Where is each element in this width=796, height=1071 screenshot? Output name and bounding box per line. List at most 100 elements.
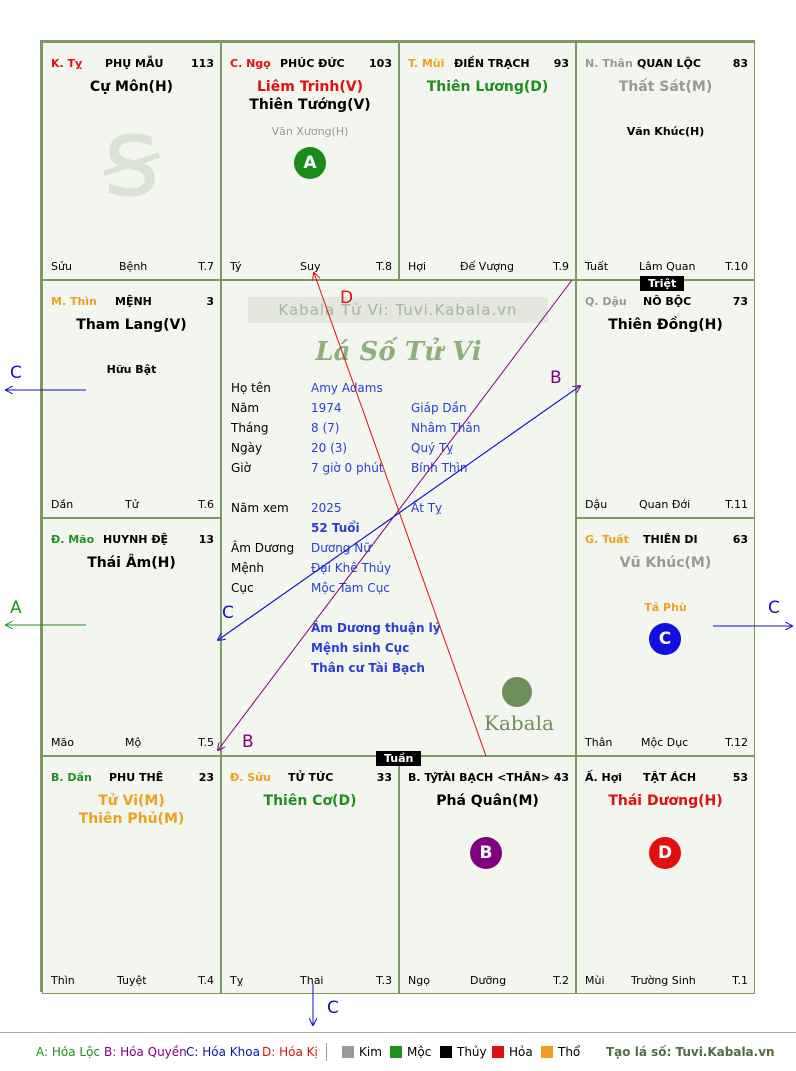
info-label: Cục [231,581,254,595]
can-chi: C. Ngọ [230,57,271,70]
bottom-mid: Trường Sinh [631,974,696,987]
bottom-mid: Mộ [125,736,142,749]
chart-board: ꞩ K. Tỵ PHỤ MẪU 113 Cự Môn(H) Sửu Bệnh T… [40,40,755,994]
bottom-mid: Tử [125,498,139,511]
palace-number: 73 [732,295,748,308]
info-label: Ngày [231,441,263,455]
info-label: Tháng [231,421,269,435]
bottom-right: T.5 [198,736,214,749]
palace-name: QUAN LỘC [637,57,701,70]
legend-divider [326,1043,327,1061]
palace-ngo[interactable]: C. Ngọ PHÚC ĐỨC 103 Liêm Trinh(V) Thiên … [221,42,399,280]
palace-number: 23 [198,771,214,784]
bottom-right: T.4 [198,974,214,987]
bottom-right: T.11 [725,498,748,511]
info-value: Đại Khê Thủy [311,561,392,575]
bottom-right: T.9 [553,260,569,273]
palace-number: 93 [553,57,569,70]
info-value: 20 (3) [311,441,348,455]
bottom-mid: Đế Vượng [460,260,514,273]
palace-dan[interactable]: B. Dần PHU THÊ 23 Tử Vi(M) Thiên Phủ(M) … [42,756,221,994]
note: Thân cư Tài Bạch [311,661,425,675]
palace-mui[interactable]: T. Mùi ĐIỀN TRẠCH 93 Thiên Lương(D) Hợi … [399,42,576,280]
palace-tyrat[interactable]: B. Tý TÀI BẠCH <THÂN> 43 Phá Quân(M) B N… [399,756,576,994]
main-star: Cự Môn(H) [89,79,174,95]
legend-hoa-khoa: C: Hóa Khoa [186,1045,260,1059]
palace-number: 3 [206,295,214,308]
can-chi: Ấ. Hợi [585,771,623,784]
note: Âm Dương thuận lý [311,621,441,635]
site-link[interactable]: Tạo lá số: Tuvi.Kabala.vn [606,1045,775,1059]
palace-than[interactable]: N. Thân QUAN LỘC 83 Thất Sát(M) Văn Khúc… [576,42,755,280]
arrow-label-b: B [550,368,562,388]
bottom-left: Mùi [585,974,605,987]
swatch-thuy [440,1046,452,1058]
minor-star: Văn Xương(H) [271,125,349,138]
arrow-label-a: A [10,598,22,618]
palace-tuat[interactable]: G. Tuất THIÊN DI 63 Vũ Khúc(M) Tả Phù C … [576,518,755,756]
palace-name: THIÊN DI [643,533,698,546]
legend-thuy: Thủy [457,1045,487,1059]
swatch-hoa [492,1046,504,1058]
hoa-quyen-arrow [218,279,573,750]
bottom-right: T.10 [725,260,748,273]
bottom-left: Mão [51,736,74,749]
arrow-label-b: B [242,732,254,752]
minor-star: Văn Khúc(H) [626,125,705,138]
palace-thin[interactable]: M. Thìn MỆNH 3 Tham Lang(V) Hữu Bật Dần … [42,280,221,518]
bottom-right: T.1 [732,974,748,987]
palace-number: 43 [553,771,569,784]
hoa-loc-marker: A [294,147,326,179]
bottom-mid: Bệnh [119,260,148,273]
bottom-mid: Quan Đới [639,498,691,511]
watermark: Kabala Tử Vi: Tuvi.Kabala.vn [248,297,548,323]
can-chi: N. Thân [585,57,633,70]
palace-name: MỆNH [115,295,152,308]
palace-ty[interactable]: ꞩ K. Tỵ PHỤ MẪU 113 Cự Môn(H) Sửu Bệnh T… [42,42,221,280]
can-chi: T. Mùi [408,57,445,70]
main-star: Thái Âm(H) [87,555,176,571]
can-chi: B. Dần [51,771,92,784]
swatch-tho [541,1046,553,1058]
triet-tag: Triệt [640,276,685,291]
palace-suu[interactable]: Đ. Sửu TỬ TỨC 33 Thiên Cơ(D) Tỵ Thai T.3 [221,756,399,994]
palace-mao[interactable]: Đ. Mão HUYNH ĐỆ 13 Thái Âm(H) Mão Mộ T.5 [42,518,221,756]
palace-name: TẬT ÁCH [643,771,697,784]
info-label: Năm xem [231,501,289,515]
can-chi: Đ. Mão [51,533,95,546]
bottom-left: Sửu [51,260,72,273]
palace-number: 103 [369,57,392,70]
can-chi: B. Tý [408,771,438,784]
arrow-label-c: C [768,598,780,618]
info-value: Ất Tỵ [411,501,443,515]
arrow-label-c: C [10,363,22,383]
palace-hoi[interactable]: Ấ. Hợi TẬT ÁCH 53 Thái Dương(H) D Mùi Tr… [576,756,755,994]
palace-name: PHỤ MẪU [105,57,164,70]
note: Mệnh sinh Cục [311,641,410,655]
palace-dau[interactable]: Q. Dậu NÔ BỘC 73 Thiên Đồng(H) Dậu Quan … [576,280,755,518]
info-label: Năm [231,401,260,415]
arrow-label-c: C [327,998,339,1018]
bottom-left: Tý [230,260,242,273]
main-star: Thái Dương(H) [608,793,723,809]
info-label: Mệnh [231,561,264,575]
info-label: Họ tên [231,381,271,395]
can-chi: M. Thìn [51,295,97,308]
palace-number: 63 [732,533,748,546]
chart-title: Lá Số Tử Vi [315,337,482,367]
bottom-left: Hợi [408,260,427,273]
can-chi: G. Tuất [585,533,629,546]
bottom-right: T.8 [376,260,392,273]
bottom-left: Tỵ [230,974,244,987]
palace-number: 53 [732,771,748,784]
age: 52 Tuổi [311,521,360,535]
bottom-mid: Lâm Quan [639,260,696,273]
info-value: 2025 [311,501,342,515]
info-value: Bính Thìn [411,461,468,475]
legend: A: Hóa Lộc B: Hóa Quyền C: Hóa Khoa D: H… [0,1032,796,1071]
main-star: Thiên Đồng(H) [608,317,723,333]
hoa-khoa-marker: C [649,623,681,655]
main-star: Liêm Trinh(V) [257,79,363,95]
bottom-right: T.3 [376,974,392,987]
